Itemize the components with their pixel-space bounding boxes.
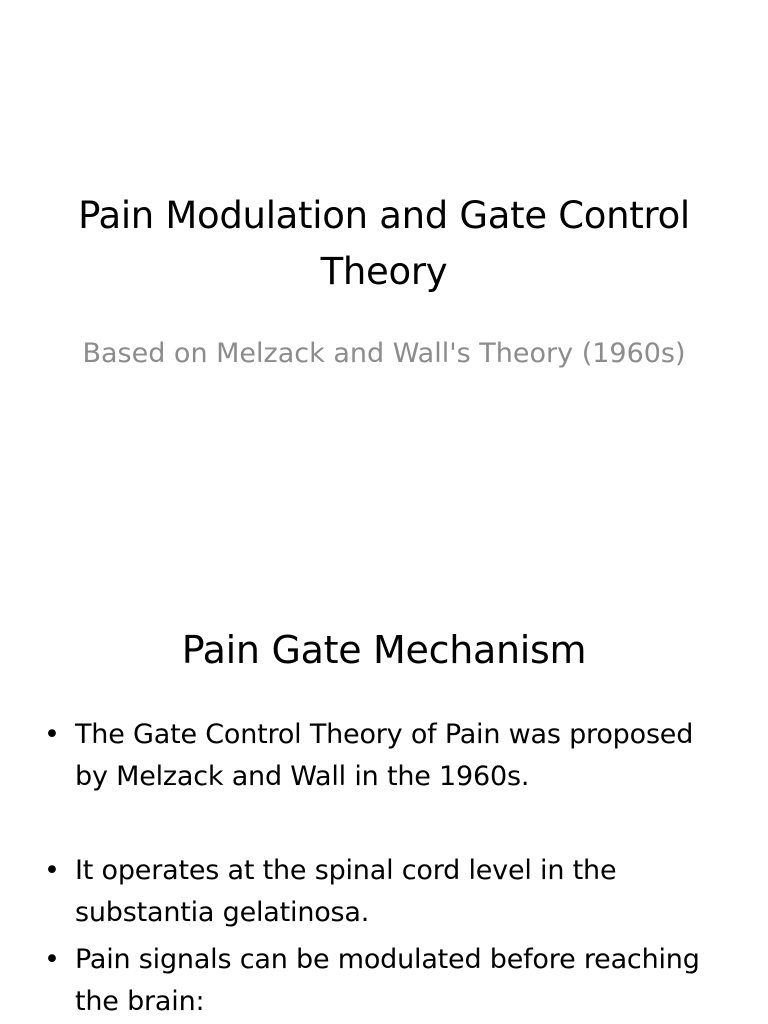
bullet-list: The Gate Control Theory of Pain was prop… — [40, 714, 730, 1023]
bullet-item: It operates at the spinal cord level in … — [40, 850, 730, 934]
bullet-item: Pain signals can be modulated before rea… — [40, 939, 730, 1023]
title-slide: Pain Modulation and Gate Control Theory … — [78, 194, 690, 369]
slide-title: Pain Gate Mechanism — [181, 628, 587, 672]
content-slide: Pain Gate Mechanism The Gate Control The… — [0, 576, 768, 1024]
bullet-item: The Gate Control Theory of Pain was prop… — [40, 714, 730, 798]
presentation-subtitle: Based on Melzack and Wall's Theory (1960… — [82, 338, 686, 369]
presentation-title: Pain Modulation and Gate Control Theory — [78, 194, 690, 293]
